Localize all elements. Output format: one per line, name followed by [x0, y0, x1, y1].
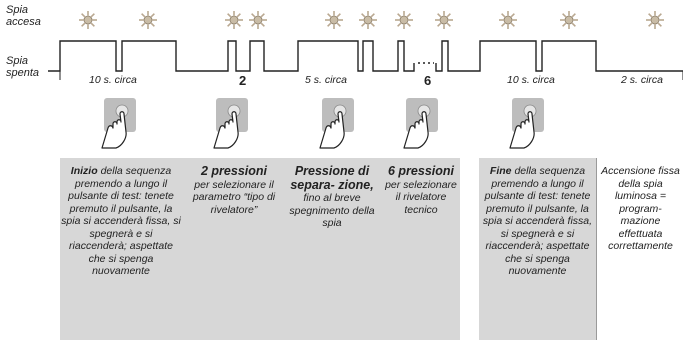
step-description-5: Fine della sequenza premendo a lungo il …	[482, 165, 593, 277]
led-on-icon	[646, 11, 664, 29]
led-on-icon	[325, 11, 343, 29]
hand-press-icon	[509, 98, 544, 149]
led-on-icon	[225, 11, 243, 29]
label-spia-accesa: Spia accesa	[6, 4, 41, 28]
label-spia-spenta: Spia spenta	[6, 55, 40, 79]
hand-press-icon	[403, 98, 438, 149]
led-on-icon	[499, 11, 517, 29]
signal-timing-diagram	[48, 11, 683, 80]
led-on-icon	[139, 11, 157, 29]
led-on-icon	[249, 11, 267, 29]
duration-label: 5 s. circa	[305, 74, 348, 86]
led-on-icon	[79, 11, 97, 29]
step-description-3: Pressione di separa- zione,fino al breve…	[289, 164, 375, 229]
press-count-label: 2	[239, 73, 247, 88]
step-description-6: Accensione fissa della spia luminosa = p…	[601, 165, 680, 252]
led-on-icon	[435, 11, 453, 29]
instruction-panel-right	[479, 158, 596, 340]
hand-press-icon	[213, 98, 248, 149]
hand-press-icon	[319, 98, 354, 149]
instruction-panel	[60, 158, 460, 340]
duration-label: 10 s. circa	[507, 74, 555, 86]
hand-icons-row	[101, 98, 544, 149]
signal-waveform	[48, 40, 683, 72]
press-count-label: 6	[424, 73, 432, 88]
column-divider	[596, 158, 597, 340]
led-on-icon	[560, 11, 578, 29]
led-on-icon	[395, 11, 413, 29]
hand-press-icon	[101, 98, 136, 149]
led-on-icon	[359, 11, 377, 29]
duration-label: 2 s. circa	[621, 74, 664, 86]
duration-label: 10 s. circa	[89, 74, 137, 86]
step-description-1: Inizio della sequenza premendo a lungo i…	[61, 165, 181, 277]
